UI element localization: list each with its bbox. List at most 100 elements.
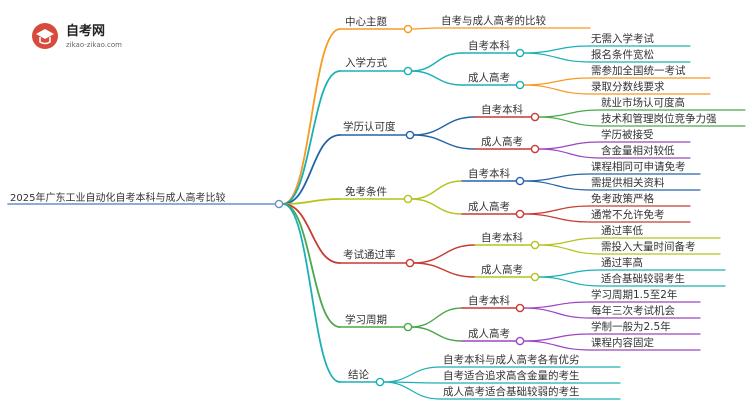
leaf-connector-7-1 (537, 276, 601, 287)
sub-node-6 (530, 240, 540, 250)
leaf-connector-5-1 (522, 213, 591, 223)
sub-recognition-self-study: 自考本科 (481, 103, 523, 116)
leaf-connector-0-0 (522, 45, 591, 54)
sub-exemption-adult-exam: 成人高考 (468, 200, 510, 213)
branch-node-1 (403, 66, 413, 76)
leaf-admission-4: 录取分数线要求 (591, 80, 665, 93)
leaf-connector-5-0 (522, 205, 591, 215)
sub-node-4 (515, 176, 525, 186)
branch-node-4 (405, 258, 415, 268)
branch-node-6 (375, 377, 385, 387)
leaf-connector-2-1 (537, 116, 601, 127)
leaf-exemption-3: 免考政策严格 (591, 192, 654, 205)
sub-connector-9 (410, 326, 463, 342)
leaf-connector-4-0 (522, 173, 591, 182)
leaf-recognition-3: 学历被接受 (601, 128, 654, 141)
leaf-conclusion-2: 自考适合追求高含金量的考生 (443, 369, 580, 382)
cap-shape (36, 29, 54, 39)
conclusion-connector-2 (382, 381, 441, 400)
cap-band (39, 37, 51, 45)
branch-exemption: 免考条件 (345, 185, 387, 198)
branch-node-5 (403, 322, 413, 332)
leaf-connector-3-0 (537, 141, 601, 150)
conclusion-connector-0 (382, 366, 441, 383)
sub-study-period-self-study: 自考本科 (468, 294, 510, 307)
leaf-pass-rate-2: 需投入大量时间备考 (601, 240, 696, 253)
branch-connector-5 (282, 203, 341, 328)
leaf-connector-9-0 (522, 333, 591, 342)
branch-connector-0 (282, 28, 341, 205)
leaf-connector-6-1 (537, 244, 601, 255)
sub-node-2 (530, 112, 540, 122)
leaf-connector-6-0 (537, 237, 601, 246)
branch-connector-4 (282, 203, 341, 264)
sub-connector-0 (410, 52, 463, 72)
branch-connector-1 (282, 70, 341, 205)
branch-recognition: 学历认可度 (343, 120, 396, 133)
leaf-exemption-4: 通常不允许免考 (591, 208, 665, 221)
sub-admission-adult-exam: 成人高考 (468, 71, 510, 84)
branch-central-topic: 中心主题 (345, 15, 387, 28)
leaf-conclusion-1: 自考本科与成人高考各有优劣 (443, 353, 580, 366)
sub-pass-rate-self-study: 自考本科 (481, 231, 523, 244)
sub-admission-self-study: 自考本科 (468, 39, 510, 52)
sub-connector-6 (412, 244, 476, 264)
sub-recognition-adult-exam: 成人高考 (481, 135, 523, 148)
root-node (274, 199, 284, 209)
branch-connector-3 (282, 198, 341, 205)
sub-node-8 (515, 303, 525, 313)
branch-node-3 (403, 194, 413, 204)
leaf-connector-3-1 (537, 148, 601, 159)
leaf-pass-rate-3: 通过率高 (601, 256, 643, 269)
sub-node-0 (515, 48, 525, 58)
branch-pass-rate: 考试通过率 (343, 248, 396, 261)
leaf-connector-9-1 (522, 340, 591, 351)
leaf-conclusion-3: 成人高考适合基础较弱的考生 (443, 385, 580, 398)
leaf-connector-7-0 (537, 269, 601, 278)
branch-connector-2 (282, 134, 341, 205)
logo-url: zikao-zikao.com (66, 41, 122, 49)
sub-node-3 (530, 144, 540, 154)
leaf-admission-2: 报名条件宽松 (591, 48, 654, 61)
leaf-central-topic: 自考与成人高考的比较 (441, 14, 546, 27)
leaf-connector-1-0 (522, 77, 591, 86)
leaf-connector-central (407, 27, 441, 30)
branch-admission: 入学方式 (345, 56, 387, 69)
sub-node-5 (515, 209, 525, 219)
branch-study-period: 学习周期 (345, 313, 387, 326)
leaf-connector-8-1 (522, 307, 591, 319)
leaf-connector-8-0 (522, 301, 591, 309)
leaf-study-period-3: 学制一般为2.5年 (591, 320, 671, 333)
connector-nodes (274, 24, 540, 387)
sub-pass-rate-adult-exam: 成人高考 (481, 263, 523, 276)
branch-connector-6 (282, 203, 341, 383)
logo-title: 自考网 (66, 23, 105, 39)
sub-study-period-adult-exam: 成人高考 (468, 327, 510, 340)
sub-node-7 (530, 272, 540, 282)
leaf-connector-0-1 (522, 52, 591, 63)
leaf-recognition-1: 就业市场认可度高 (601, 96, 685, 109)
leaf-admission-3: 需参加全国统一考试 (591, 64, 686, 77)
branch-node-2 (405, 130, 415, 140)
sub-connector-1 (410, 70, 463, 86)
leaf-connector-4-1 (522, 180, 591, 191)
leaf-study-period-1: 学习周期1.5至2年 (591, 288, 677, 301)
leaf-exemption-2: 需提供相关资料 (591, 176, 665, 189)
sub-connector-4 (410, 180, 463, 200)
sub-node-9 (515, 336, 525, 346)
sub-connector-5 (410, 198, 463, 215)
sub-exemption-self-study: 自考本科 (468, 167, 510, 180)
site-logo: 自考网 zikao-zikao.com (32, 23, 122, 49)
leaf-recognition-2: 技术和管理岗位竞争力强 (601, 112, 717, 125)
leaf-study-period-4: 课程内容固定 (591, 336, 654, 349)
leaf-recognition-4: 含金量相对较低 (601, 144, 675, 157)
sub-connector-3 (412, 134, 476, 150)
leaf-pass-rate-4: 适合基础较弱考生 (601, 272, 685, 285)
node-central-topic (403, 24, 413, 34)
connector-lines (7, 27, 746, 400)
leaf-study-period-2: 每年三次考试机会 (591, 304, 675, 317)
sub-connector-8 (410, 307, 463, 328)
leaf-connector-2-0 (537, 109, 601, 118)
